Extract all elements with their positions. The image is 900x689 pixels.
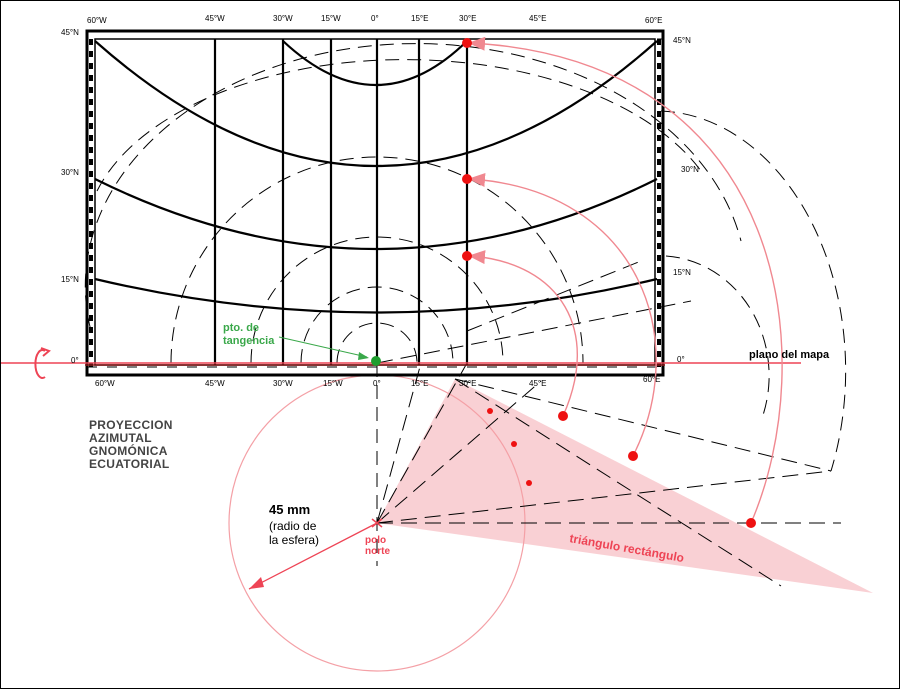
svg-text:45°E: 45°E — [529, 14, 546, 23]
rotation-arrow-icon — [34, 349, 46, 379]
svg-text:0°: 0° — [373, 379, 381, 388]
projection-arcs — [468, 36, 783, 524]
diagram-title: PROYECCION AZIMUTAL GNOMÓNICA ECUATORIAL — [89, 418, 173, 471]
svg-text:45°N: 45°N — [61, 28, 79, 37]
tangency-arrow — [278, 336, 368, 358]
right-triangle — [377, 379, 873, 593]
projected-points — [462, 38, 756, 528]
svg-text:la esfera): la esfera) — [269, 533, 319, 547]
tangency-label: pto. de tangencia — [223, 322, 275, 347]
tangency-point — [371, 356, 381, 366]
svg-text:60°E: 60°E — [645, 16, 662, 25]
svg-text:15°N: 15°N — [61, 275, 79, 284]
svg-text:PROYECCION: PROYECCION — [89, 418, 173, 432]
svg-text:60°W: 60°W — [87, 16, 107, 25]
svg-text:(radio de: (radio de — [269, 519, 317, 533]
radius-value: 45 mm — [269, 502, 310, 517]
svg-text:0°: 0° — [677, 355, 685, 364]
bottom-longitude-labels: 60°W 45°W 30°W 15°W 0° 15°E 30°E 45°E 60… — [95, 375, 660, 388]
svg-text:30°W: 30°W — [273, 14, 293, 23]
svg-text:15°N: 15°N — [673, 268, 691, 277]
svg-text:pto. de: pto. de — [223, 322, 259, 334]
svg-text:30°E: 30°E — [459, 379, 476, 388]
right-latitude-labels: 45°N 30°N 15°N 0° — [673, 36, 699, 364]
svg-text:polo: polo — [365, 535, 386, 546]
dashed-circles — [84, 42, 847, 566]
meridians — [213, 39, 469, 365]
svg-text:45°N: 45°N — [673, 36, 691, 45]
svg-text:15°E: 15°E — [411, 14, 428, 23]
svg-text:45°W: 45°W — [205, 379, 225, 388]
svg-text:30°N: 30°N — [61, 168, 79, 177]
svg-text:AZIMUTAL: AZIMUTAL — [89, 431, 152, 445]
svg-text:45°E: 45°E — [529, 379, 546, 388]
svg-text:30°E: 30°E — [459, 14, 476, 23]
svg-text:GNOMÓNICA: GNOMÓNICA — [89, 443, 168, 458]
svg-text:tangencia: tangencia — [223, 335, 275, 347]
pole-marker — [371, 518, 383, 528]
radius-note: (radio de la esfera) — [269, 519, 319, 547]
svg-text:ECUATORIAL: ECUATORIAL — [89, 457, 170, 471]
svg-text:30°N: 30°N — [681, 165, 699, 174]
svg-text:30°W: 30°W — [273, 379, 293, 388]
map-plane-label: plano del mapa — [749, 349, 830, 361]
radius-arrow — [248, 522, 378, 590]
svg-text:0°: 0° — [71, 356, 79, 365]
svg-text:60°E: 60°E — [643, 375, 660, 384]
svg-text:60°W: 60°W — [95, 379, 115, 388]
svg-text:15°W: 15°W — [323, 379, 343, 388]
pole-label: polo norte — [365, 535, 390, 557]
svg-text:45°W: 45°W — [205, 14, 225, 23]
svg-text:15°E: 15°E — [411, 379, 428, 388]
svg-text:norte: norte — [365, 546, 390, 557]
left-latitude-labels: 45°N 30°N 15°N 0° — [61, 28, 79, 365]
svg-text:0°: 0° — [371, 14, 379, 23]
top-longitude-labels: 60°W 45°W 30°W 15°W 0° 15°E 30°E 45°E 60… — [87, 14, 662, 25]
svg-text:15°W: 15°W — [321, 14, 341, 23]
dashed-rays — [376, 260, 841, 587]
